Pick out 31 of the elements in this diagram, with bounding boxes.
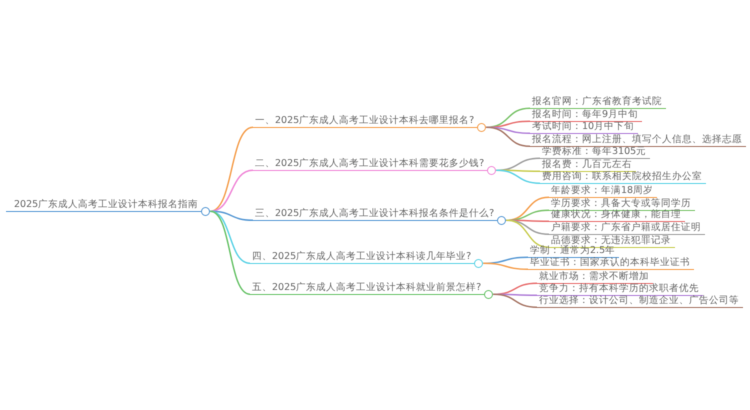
branch-connector bbox=[210, 210, 250, 295]
branch-connector bbox=[496, 170, 540, 184]
detail-item: 就业市场：需求不断增加 bbox=[537, 271, 653, 284]
topic-text: 二、2025广东成人高考工业设计本科需要花多少钱? bbox=[255, 158, 484, 169]
detail-item: 报名官网：广东省教育考试院 bbox=[530, 96, 666, 109]
detail-item: 竞争力：持有本科学历的求职者优先 bbox=[537, 283, 703, 296]
detail-item: 年龄要求：年满18周岁 bbox=[549, 185, 658, 198]
branch-connector bbox=[486, 126, 530, 147]
branch-connector bbox=[483, 262, 528, 270]
detail-item: 报名流程：网上注册、填写个人信息、选择志愿 bbox=[530, 134, 746, 147]
detail-item: 学制：通常为2.5年 bbox=[528, 245, 620, 258]
detail-item: 考试时间：10月中下旬 bbox=[530, 121, 638, 134]
detail-item: 户籍要求：广东省户籍或居住证明 bbox=[549, 222, 705, 235]
detail-item: 学费标准：每年3105元 bbox=[540, 146, 650, 159]
branch-connector bbox=[210, 126, 254, 212]
detail-item: 报名费：几百元左右 bbox=[540, 159, 636, 172]
topic-text: 三、2025广东成人高考工业设计本科报名条件是什么? bbox=[255, 208, 494, 219]
topic-text: 一、2025广东成人高考工业设计本科去哪里报名? bbox=[255, 115, 474, 126]
branch-connector bbox=[210, 170, 254, 212]
branch-connector bbox=[506, 220, 550, 248]
branch-connector bbox=[493, 294, 538, 308]
branch-connector bbox=[210, 210, 250, 264]
topic-text: 四、2025广东成人高考工业设计本科读几年毕业? bbox=[252, 251, 472, 262]
topic-text: 2025广东成人高考工业设计本科报名指南 bbox=[14, 199, 198, 210]
detail-item: 毕业证书：国家承认的本科毕业证书 bbox=[528, 257, 694, 270]
detail-item: 行业选择：设计公司、制造企业、广告公司等 bbox=[537, 295, 743, 308]
detail-item: 费用咨询：联系相关院校招生办公室 bbox=[540, 171, 706, 184]
detail-item: 报名时间：每年9月中旬 bbox=[530, 109, 642, 122]
branch-connector bbox=[210, 210, 254, 221]
detail-item: 健康状况：身体健康，能自理 bbox=[549, 209, 685, 222]
topic-text: 五、2025广东成人高考工业设计本科就业前景怎样? bbox=[252, 282, 482, 293]
